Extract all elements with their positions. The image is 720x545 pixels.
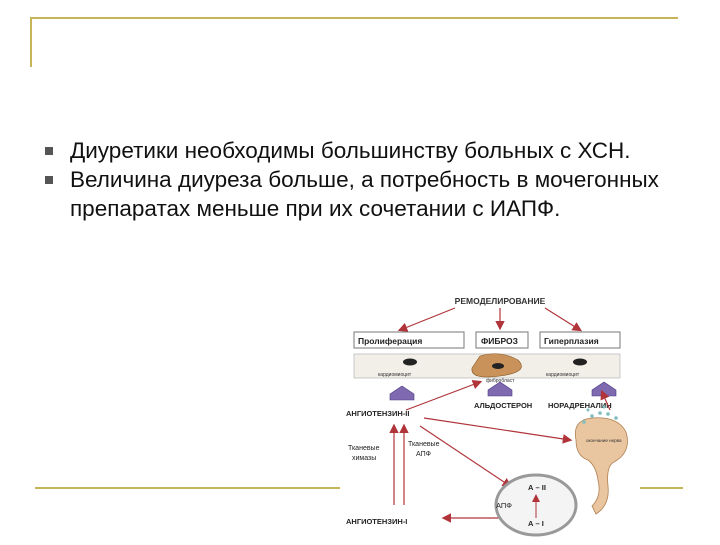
- nerve-ending-label: окончание нерва: [586, 438, 622, 443]
- cardiomyocyte-left-nucleus: [403, 358, 417, 366]
- cardiomyocyte-left-label: кардиомиоцит: [378, 372, 412, 378]
- bullet-item: Диуретики необходимы большинству больных…: [42, 136, 682, 165]
- vesicle-dot: [598, 411, 602, 415]
- proliferation-box: [353, 331, 465, 349]
- noradrenaline-label: НОРАДРЕНАЛИН: [548, 401, 612, 410]
- bullet-text: Величина диуреза больше, а потребность в…: [70, 167, 659, 221]
- arrow-aii-to-nerve: [423, 417, 573, 444]
- hyperplasia-label: Гиперплазия: [544, 336, 599, 346]
- angiotensin-ii-label: АНГИОТЕНЗИН-II: [346, 409, 409, 418]
- ace-label: АПФ: [496, 501, 512, 510]
- cardiomyocyte-right-nucleus: [573, 358, 587, 366]
- vesicle-dot: [614, 416, 618, 420]
- tissue-chymases-line2: химазы: [352, 455, 376, 462]
- raas-diagram-svg: РЕМОДЕЛИРОВАНИЕ Пролиферация ФИБРОЗ Гипе…: [346, 296, 628, 537]
- fibroblast-label: фибробласт: [486, 378, 515, 384]
- bullet-text: Диуретики необходимы большинству больных…: [70, 138, 631, 163]
- frame-left-line: [30, 17, 32, 67]
- arrow-to-hyperplasia: [544, 307, 583, 332]
- receptor-icon-left: [389, 385, 415, 401]
- bullet-item: Величина диуреза больше, а потребность в…: [42, 165, 682, 223]
- remodeling-label: РЕМОДЕЛИРОВАНИЕ: [455, 296, 546, 306]
- vesicle-dot: [606, 412, 610, 416]
- angiotensin-i-label: АНГИОТЕНЗИН-I: [346, 517, 407, 526]
- a-i-label: А – I: [528, 519, 544, 528]
- a-ii-label: А – II: [528, 483, 546, 492]
- vesicle-dot: [586, 408, 590, 412]
- bullet-square-icon: [45, 147, 53, 155]
- tissue-chymases-line1: Тканевые: [348, 445, 380, 452]
- vesicle-dot: [602, 405, 606, 409]
- fibroblast-nucleus: [492, 363, 504, 369]
- arrow-to-proliferation: [397, 307, 456, 332]
- bullet-list: Диуретики необходимы большинству больных…: [42, 136, 682, 223]
- aldosterone-label: АЛЬДОСТЕРОН: [474, 401, 532, 410]
- raas-diagram: РЕМОДЕЛИРОВАНИЕ Пролиферация ФИБРОЗ Гипе…: [340, 290, 640, 540]
- receptor-icon-right: [591, 381, 617, 397]
- arrow-aii-to-circulation: [419, 425, 512, 488]
- frame-top-line: [30, 17, 678, 19]
- vesicle-dot: [590, 414, 594, 418]
- arrow-nerve-to-noradrenaline: [600, 389, 611, 411]
- bullet-square-icon: [45, 176, 53, 184]
- vesicle-dot: [582, 420, 586, 424]
- cardiomyocyte-right-label: кардиомиоцит: [546, 372, 580, 378]
- fibrosis-label: ФИБРОЗ: [481, 336, 518, 346]
- proliferation-label: Пролиферация: [358, 336, 422, 346]
- tissue-ace-line1: Тканевые: [408, 441, 440, 448]
- fibrosis-box: [475, 331, 529, 349]
- hyperplasia-box: [539, 331, 621, 349]
- nerve-ending-shape: [574, 417, 628, 515]
- tissue-ace-line2: АПФ: [416, 451, 431, 458]
- receptor-icon-center: [487, 381, 513, 397]
- arrow-aii-to-fibroblast: [405, 380, 483, 411]
